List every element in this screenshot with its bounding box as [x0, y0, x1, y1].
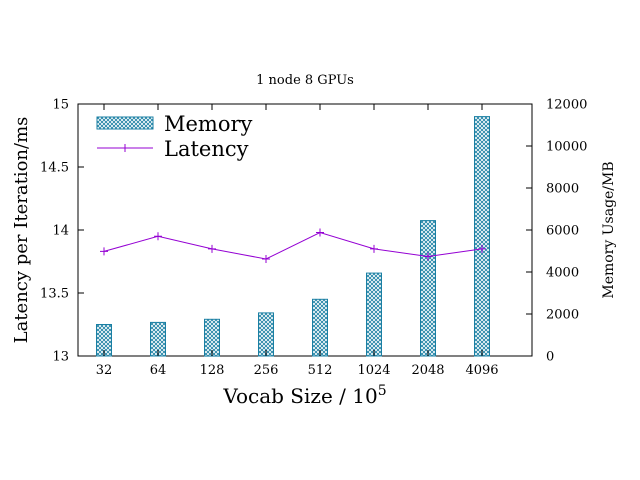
latency-point	[208, 244, 216, 253]
x-tick-label: 2048	[411, 363, 444, 378]
x-tick-label: 64	[150, 363, 167, 378]
y2-tick-label: 8000	[546, 182, 579, 197]
latency-point	[370, 244, 378, 253]
memory-bar	[258, 312, 274, 357]
memory-bar	[312, 298, 328, 357]
y2-tick-label: 12000	[546, 98, 587, 113]
x-tick-label: 256	[254, 363, 279, 378]
memory-bar	[420, 220, 436, 357]
plot-frame	[77, 103, 533, 357]
latency-line	[100, 228, 486, 263]
y-axis-label: Latency per Iteration/ms	[11, 117, 32, 344]
latency-point	[154, 232, 162, 241]
x-tick-label: 1024	[357, 363, 390, 378]
latency-point	[424, 252, 432, 261]
legend-latency-label: Latency	[164, 137, 249, 161]
y2-tick-label: 10000	[546, 140, 587, 155]
axis-ticks: 13 13.5 14 14.5 15 0 2000 4000 6000 8000 10000 1200…	[40, 98, 587, 379]
y-tick-label: 14.5	[40, 161, 69, 176]
x-axis-label-text: Vocab Size / 10	[222, 384, 377, 408]
memory-bars	[96, 116, 490, 357]
x-axis-label: Vocab Size / 105	[222, 383, 386, 408]
y2-axis-label: Memory Usage/MB	[601, 161, 617, 298]
x-tick-label: 32	[96, 363, 113, 378]
memory-bar	[366, 272, 382, 357]
legend-latency-marker	[121, 144, 129, 152]
y-tick-label: 13.5	[40, 287, 69, 302]
y-tick-label: 15	[52, 98, 69, 113]
x-tick-label: 4096	[465, 363, 498, 378]
latency-point	[316, 228, 324, 237]
latency-point	[478, 244, 486, 253]
legend-memory-swatch	[96, 116, 154, 130]
legend-memory-label: Memory	[164, 112, 253, 136]
x-tick-label: 512	[308, 363, 333, 378]
memory-bar	[474, 116, 490, 357]
chart-title: 1 node 8 GPUs	[256, 73, 354, 88]
y-tick-label: 14	[52, 224, 69, 239]
memory-bar	[204, 318, 220, 357]
x-axis-label-exponent: 5	[378, 383, 387, 399]
latency-polyline	[103, 231, 483, 260]
y2-tick-label: 2000	[546, 308, 579, 323]
y2-tick-label: 0	[546, 350, 554, 365]
latency-point	[100, 247, 108, 256]
y2-tick-label: 4000	[546, 266, 579, 281]
x-tick-label: 128	[200, 363, 225, 378]
legend: Memory Latency	[96, 112, 253, 161]
y2-tick-label: 6000	[546, 224, 579, 239]
y-tick-label: 13	[52, 350, 69, 365]
latency-point	[262, 255, 270, 263]
